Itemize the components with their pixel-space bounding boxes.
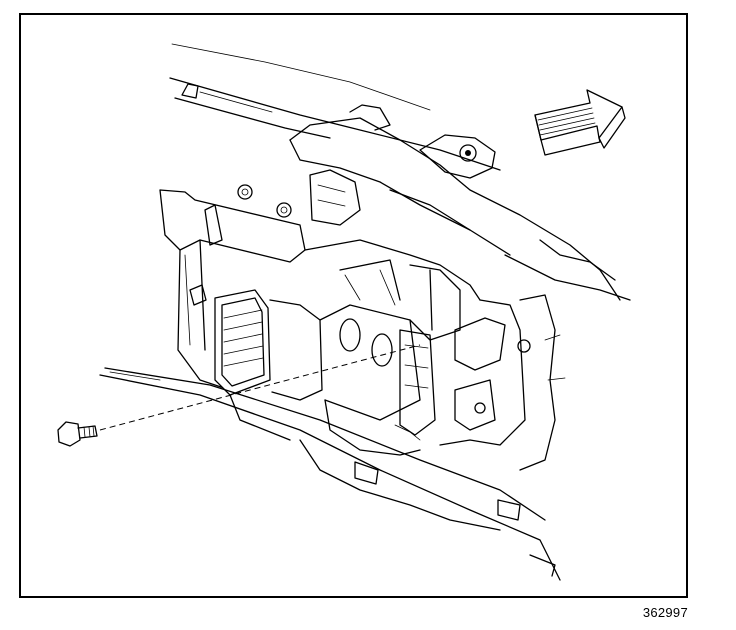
center-air-outlet [214,289,323,401]
forward-arrow-icon [534,89,626,156]
bolt-icon [57,421,98,447]
bolt-leader-line [99,344,421,431]
left-bracket [159,184,306,391]
upper-air-duct [289,104,631,301]
figure-number: 362997 [642,605,688,620]
panel-carrier [304,239,566,471]
lower-trim-panel [99,367,561,581]
cross-car-beam [169,43,501,171]
